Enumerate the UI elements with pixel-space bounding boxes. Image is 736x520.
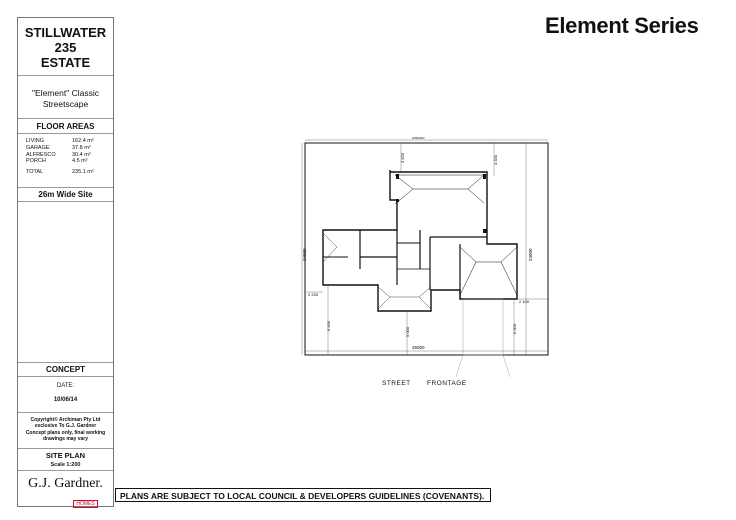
streetscape-label: "Element" Classic Streetscape — [18, 76, 113, 119]
posts — [396, 174, 487, 233]
facade-name: "Element" Classic — [32, 88, 99, 98]
area-row: LIVING 162.4 m² — [26, 138, 94, 144]
floor-areas-table: LIVING 162.4 m² GARAGE 37.8 m² ALFRESCO … — [18, 134, 113, 188]
dim-side-left: 2 235 — [308, 292, 319, 297]
frontage-label: FRONTAGE — [426, 380, 467, 387]
date-block: DATE: 10/06/14 — [18, 377, 113, 413]
dim-bottom-left: 5 000 — [405, 326, 410, 337]
dim-side-right: 2 100 — [519, 299, 530, 304]
plan-type: SITE PLAN — [45, 451, 86, 460]
dim-back-right: 4 330 — [493, 154, 498, 165]
concept-label: CONCEPT — [18, 363, 113, 377]
dim-depth-right: 24000 — [528, 248, 533, 261]
site-width: 26m Wide Site — [18, 188, 113, 202]
dim-front-left: 6 930 — [326, 320, 331, 331]
area-total-row: TOTAL 235.1 m² — [26, 169, 94, 176]
estate-line-1: STILLWATER — [24, 25, 107, 40]
plan-scale: Scale 1:200 — [50, 461, 81, 468]
house-footprint — [322, 170, 518, 312]
date-label: DATE: — [56, 383, 75, 389]
series-title: Element Series — [545, 13, 699, 38]
area-row: ALFRESCO 30.4 m² — [26, 151, 91, 158]
notes-area — [18, 202, 113, 363]
copyright-line: Concept plans only, final working — [25, 429, 106, 436]
copyright-line: drawings may vary — [42, 435, 89, 442]
title-block: STILLWATER 235 ESTATE "Element" Classic … — [17, 17, 114, 508]
copyright-line: Copyright© Archiman Pty Ltd — [30, 417, 101, 423]
date-value: 10/06/14 — [53, 397, 78, 403]
dim-back-left: 3 620 — [400, 152, 405, 163]
floor-areas-heading: FLOOR AREAS — [18, 119, 113, 134]
street-frontage-label: STREET FRONTAGE — [382, 380, 467, 387]
dim-front-right: 6 000 — [512, 323, 517, 334]
streetscape-text: Streetscape — [42, 99, 89, 109]
plan-type-block: SITE PLAN Scale 1:200 — [18, 449, 113, 471]
driveway — [455, 298, 511, 377]
brand-wordmark: G.J. Gardner. — [28, 476, 103, 491]
area-row: GARAGE 37.8 m² — [26, 144, 91, 151]
brand-logo: G.J. Gardner. HOMES — [18, 471, 113, 508]
dim-bottom-overall: 26000 — [412, 345, 425, 350]
dim-top: 26000 — [412, 137, 425, 140]
brand-homes-tag: HOMES — [73, 500, 98, 508]
dim-depth-left: 24000 — [302, 248, 307, 261]
estate-line-3: ESTATE — [40, 55, 91, 70]
area-row: PORCH 4.5 m² — [26, 158, 88, 165]
estate-name: STILLWATER 235 ESTATE — [18, 18, 113, 76]
copyright-note: Copyright© Archiman Pty Ltd exclusive To… — [18, 413, 113, 449]
covenant-notice: PLANS ARE SUBJECT TO LOCAL COUNCIL & DEV… — [115, 488, 491, 502]
copyright-line: exclusive To G.J. Gardner — [34, 423, 97, 430]
street-label: STREET — [382, 380, 411, 387]
estate-line-2: 235 — [54, 40, 77, 55]
site-plan-drawing: 26000 24000 24000 3 620 4 330 — [301, 137, 549, 377]
